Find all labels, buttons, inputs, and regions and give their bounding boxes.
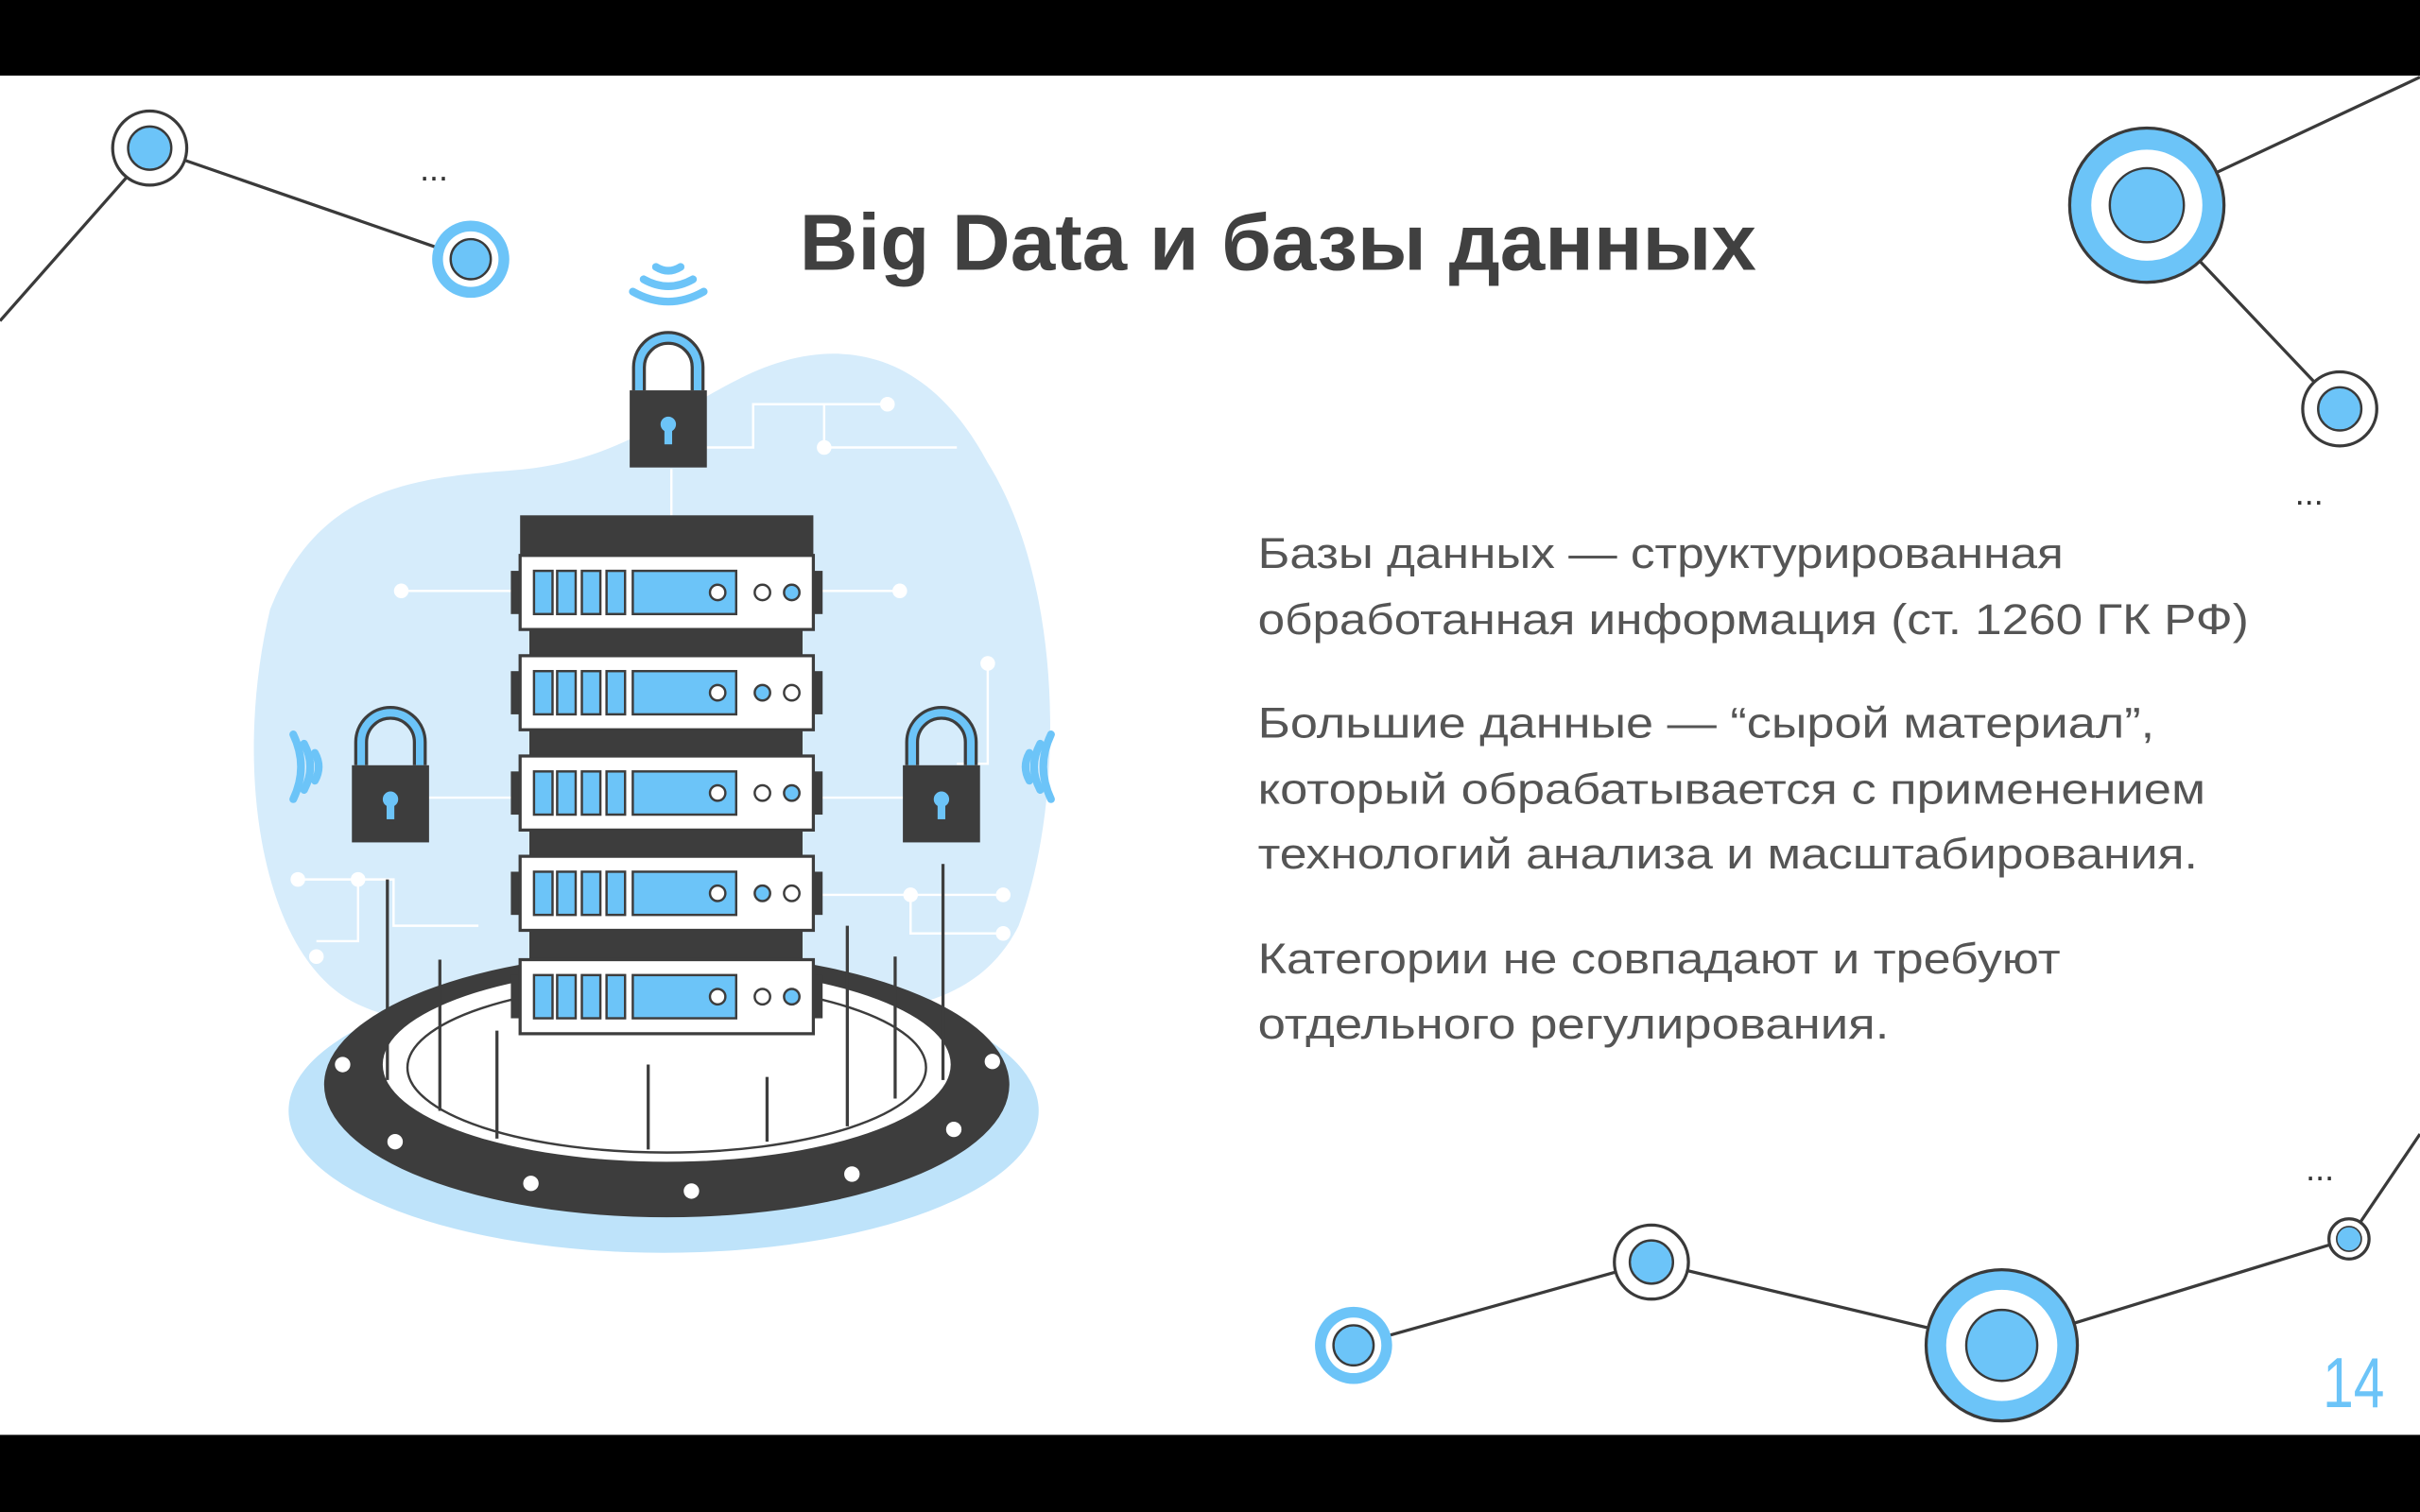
network-node-icon (432, 220, 510, 299)
drive-bay (532, 669, 554, 716)
status-light (753, 884, 771, 902)
padlock-icon (903, 706, 980, 843)
drive-bay (605, 973, 627, 1020)
network-node-icon (1315, 1306, 1392, 1384)
slide-body: Базы данных — структурированная обработа… (1258, 529, 2249, 1048)
padlock-icon (630, 331, 707, 468)
power-button (708, 783, 727, 802)
drive-bay (605, 569, 627, 616)
page-number: 14 (2323, 1343, 2384, 1422)
drive-bay (556, 569, 578, 616)
rack-spacer (529, 830, 803, 857)
wifi-signal-icon (629, 263, 708, 306)
status-light (753, 988, 771, 1006)
circuit-lines (290, 397, 1011, 965)
network-node-icon (1924, 1268, 2080, 1423)
power-button (708, 988, 727, 1006)
drive-bay (580, 569, 602, 616)
paragraph-1-line-1: Базы данных — структурированная (1258, 529, 2064, 577)
drive-bay (580, 973, 602, 1020)
drive-bay (556, 669, 578, 716)
power-button (708, 683, 727, 702)
database-security-illustration (253, 263, 1055, 1253)
rack-spacer (529, 629, 803, 656)
drive-bay (556, 870, 578, 917)
drive-bay (556, 973, 578, 1020)
network-node-icon (2327, 1217, 2371, 1261)
padlock-icon (352, 706, 429, 843)
drive-bay (532, 870, 554, 917)
drive-bay (532, 770, 554, 816)
status-light (783, 583, 801, 602)
base-bolts (335, 1054, 1000, 1199)
network-node-icon (2301, 369, 2378, 448)
network-node-icon (1613, 1223, 1690, 1301)
drive-bay (605, 770, 627, 816)
rack-spacer (529, 930, 803, 960)
drive-bay (532, 569, 554, 616)
drive-bay (580, 870, 602, 917)
wifi-signal-icon (1021, 730, 1055, 803)
paragraph-3-line-2: отдельного регулирования. (1258, 1000, 1890, 1048)
status-light (783, 783, 801, 802)
wifi-signal-icon (289, 730, 323, 803)
slide-title: Big Data и базы данных (800, 198, 1756, 287)
base-pillars (386, 864, 945, 1150)
network-node-icon (2067, 126, 2226, 284)
status-light (753, 683, 771, 702)
paragraph-3-line-1: Категории не совпадают и требуют (1258, 935, 2061, 983)
drive-bay (532, 973, 554, 1020)
status-light (783, 988, 801, 1006)
power-button (708, 583, 727, 602)
drive-bay (580, 770, 602, 816)
power-button (708, 884, 727, 902)
ellipsis-decoration: ... (2306, 1149, 2334, 1188)
paragraph-1-line-2: обработанная информация (ст. 1260 ГК РФ) (1258, 595, 2249, 644)
drive-bay (605, 870, 627, 917)
status-light (753, 583, 771, 602)
server-unit (510, 957, 823, 1036)
rack-top (520, 515, 814, 559)
drive-bay (605, 669, 627, 716)
server-unit (510, 654, 823, 731)
status-light (753, 783, 771, 802)
network-node-icon (111, 109, 189, 187)
status-light (783, 884, 801, 902)
server-unit (510, 554, 823, 631)
server-rack-icon (510, 515, 823, 1036)
ellipsis-decoration: ... (2295, 473, 2324, 512)
status-light (783, 683, 801, 702)
ellipsis-decoration: ... (420, 149, 448, 188)
drive-bay (580, 669, 602, 716)
rack-spacer (529, 730, 803, 756)
paragraph-2-line-3: технологий анализа и масштабирования. (1258, 830, 2198, 878)
paragraph-2-line-1: Большие данные — “сырой материал”, (1258, 698, 2155, 747)
server-unit (510, 754, 823, 833)
paragraph-2-line-2: который обрабатывается с применением (1258, 765, 2205, 814)
server-unit (510, 854, 823, 933)
drive-bay (556, 770, 578, 816)
